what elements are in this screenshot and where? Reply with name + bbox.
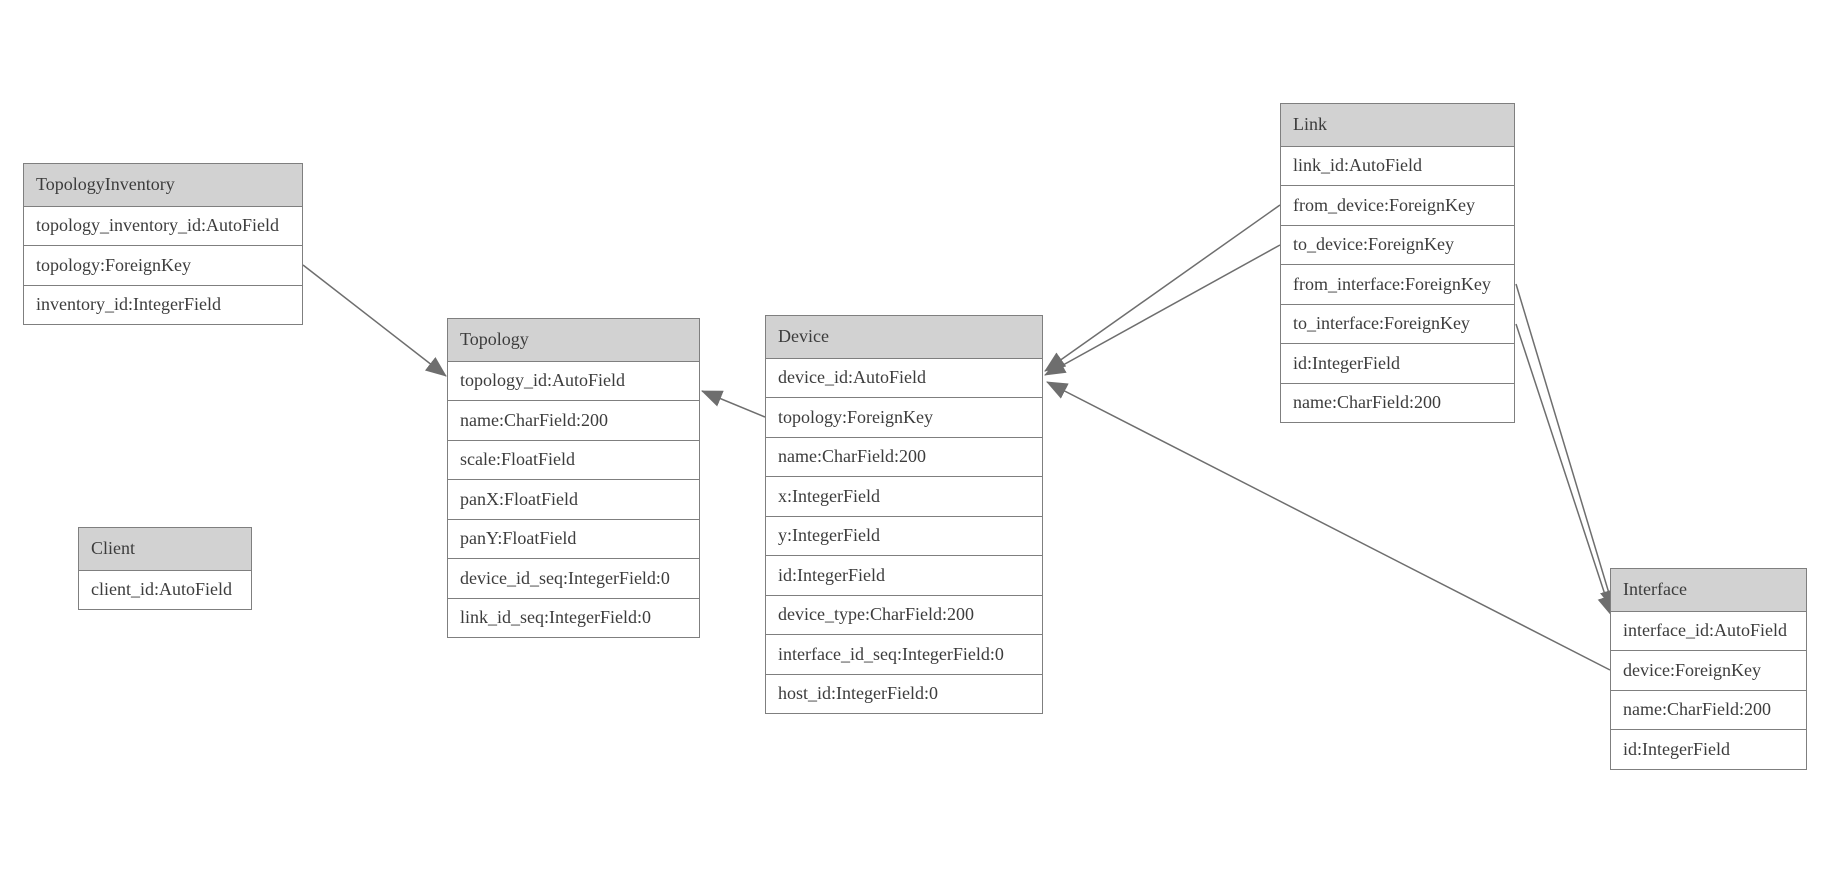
connector-interface-device-device xyxy=(1046,381,1611,671)
entity-field-row: name:CharField:200 xyxy=(1611,689,1806,729)
entity-field-row: device_id_seq:IntegerField:0 xyxy=(448,558,699,598)
entity-field-row: name:CharField:200 xyxy=(766,436,1042,476)
entity-field-row: device:ForeignKey xyxy=(1611,650,1806,690)
entity-interface: Interface interface_id:AutoField device:… xyxy=(1610,568,1807,770)
entity-field-row: name:CharField:200 xyxy=(1281,382,1514,422)
entity-field-row: inventory_id:IntegerField xyxy=(24,284,302,324)
entity-field-row: topology:ForeignKey xyxy=(766,397,1042,437)
entity-field-row: client_id:AutoField xyxy=(79,569,251,609)
entity-field-row: from_device:ForeignKey xyxy=(1281,185,1514,225)
entity-topology-header: Topology xyxy=(448,319,699,361)
entity-topology: Topology topology_id:AutoField name:Char… xyxy=(447,318,700,638)
entity-field-row: x:IntegerField xyxy=(766,476,1042,516)
entity-link-header: Link xyxy=(1281,104,1514,146)
entity-field-row: topology:ForeignKey xyxy=(24,245,302,285)
entity-field-row: id:IntegerField xyxy=(1281,343,1514,383)
entity-field-row: panX:FloatField xyxy=(448,479,699,519)
connector-device-topology xyxy=(701,390,766,418)
entity-field-row: from_interface:ForeignKey xyxy=(1281,264,1514,304)
entity-link: Link link_id:AutoField from_device:Forei… xyxy=(1280,103,1515,423)
entity-field-row: id:IntegerField xyxy=(766,555,1042,595)
entity-field-row: topology_inventory_id:AutoField xyxy=(24,205,302,245)
entity-topologyinventory: TopologyInventory topology_inventory_id:… xyxy=(23,163,303,325)
connector-link-to-interface-interface xyxy=(1515,323,1614,617)
entity-field-row: y:IntegerField xyxy=(766,515,1042,555)
entity-topologyinventory-header: TopologyInventory xyxy=(24,164,302,206)
entity-field-row: to_device:ForeignKey xyxy=(1281,224,1514,264)
entity-field-row: panY:FloatField xyxy=(448,518,699,558)
entity-field-row: to_interface:ForeignKey xyxy=(1281,303,1514,343)
entity-field-row: device_id:AutoField xyxy=(766,357,1042,397)
entity-device: Device device_id:AutoField topology:Fore… xyxy=(765,315,1043,714)
connector-link-to-device-device xyxy=(1044,244,1281,376)
entity-field-row: device_type:CharField:200 xyxy=(766,594,1042,634)
entity-device-header: Device xyxy=(766,316,1042,358)
entity-field-row: link_id:AutoField xyxy=(1281,145,1514,185)
connector-link-from-device-device xyxy=(1044,204,1281,372)
entity-field-row: id:IntegerField xyxy=(1611,729,1806,769)
entity-client-header: Client xyxy=(79,528,251,570)
entity-field-row: host_id:IntegerField:0 xyxy=(766,673,1042,713)
entity-field-row: name:CharField:200 xyxy=(448,400,699,440)
entity-field-row: link_id_seq:IntegerField:0 xyxy=(448,597,699,637)
connector-link-from-interface-interface xyxy=(1515,283,1617,611)
entity-field-row: scale:FloatField xyxy=(448,439,699,479)
connector-topologyinventory-topology xyxy=(302,264,447,377)
entity-field-row: interface_id_seq:IntegerField:0 xyxy=(766,634,1042,674)
entity-field-row: topology_id:AutoField xyxy=(448,360,699,400)
entity-field-row: interface_id:AutoField xyxy=(1611,610,1806,650)
entity-client: Client client_id:AutoField xyxy=(78,527,252,610)
entity-interface-header: Interface xyxy=(1611,569,1806,611)
